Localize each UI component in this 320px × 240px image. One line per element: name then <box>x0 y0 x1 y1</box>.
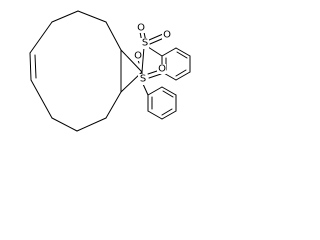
ph2-bond-5 <box>147 110 163 120</box>
ph1-double-1 <box>176 51 188 59</box>
bond-s1-ph1 <box>147 46 163 57</box>
atom-bg-o1b <box>162 30 171 40</box>
bond-c9-c10 <box>29 21 53 54</box>
chemical-structure: S O O S O O <box>29 10 191 132</box>
bond-c2-c3 <box>105 21 122 51</box>
ph2-bond-2 <box>161 86 177 96</box>
ph2-bond-1 <box>147 86 163 96</box>
bond-c8-c9 <box>29 52 32 81</box>
bond-c7-c8 <box>30 79 53 119</box>
bond-s1-o1b <box>148 33 164 41</box>
bond-s2-o2b-double <box>148 73 162 79</box>
atom-label-oxygen-lower-a: O <box>134 51 142 62</box>
atom-label-sulfur-lower: S <box>140 74 146 85</box>
ph1-bond-2 <box>175 47 191 57</box>
ph2-double-2 <box>161 108 173 116</box>
phenyl-ring-upper <box>161 47 191 81</box>
cyclooctene-ring <box>29 10 122 132</box>
atom-label-oxygen-lower-b: O <box>158 64 166 75</box>
atom-bg-o2b <box>157 64 166 74</box>
atom-label-oxygen-upper-b: O <box>163 30 171 41</box>
atom-bg-s1 <box>140 38 149 49</box>
ph1-bond-1 <box>161 47 177 57</box>
bond-c1-c2 <box>77 10 107 23</box>
bond-s1-o1b-double <box>149 37 165 45</box>
phenyl-ring-lower <box>147 86 177 120</box>
bond-cp-top-s <box>120 49 143 73</box>
ph2-bond-4 <box>161 110 177 120</box>
bond-c10-c1 <box>51 10 79 23</box>
bond-c8-c9-double <box>34 54 37 79</box>
bond-c4-c5 <box>105 91 122 119</box>
bond-c6-c7 <box>51 117 78 132</box>
ph2-double-1 <box>162 90 174 98</box>
atom-bg-s2 <box>138 74 147 85</box>
bond-c-s1 <box>141 46 145 73</box>
atom-bg-o1a <box>136 23 145 33</box>
bond-s2-ph2 <box>142 83 149 96</box>
bond-c5-c6 <box>76 117 107 132</box>
atom-bg-o2a <box>133 51 142 61</box>
atom-label-oxygen-upper-a: O <box>137 23 145 34</box>
ph1-bond-4 <box>175 71 191 81</box>
atom-labels: S O O S O O <box>133 23 171 85</box>
atom-label-sulfur-upper: S <box>142 38 148 49</box>
ph1-double-2 <box>175 69 187 77</box>
